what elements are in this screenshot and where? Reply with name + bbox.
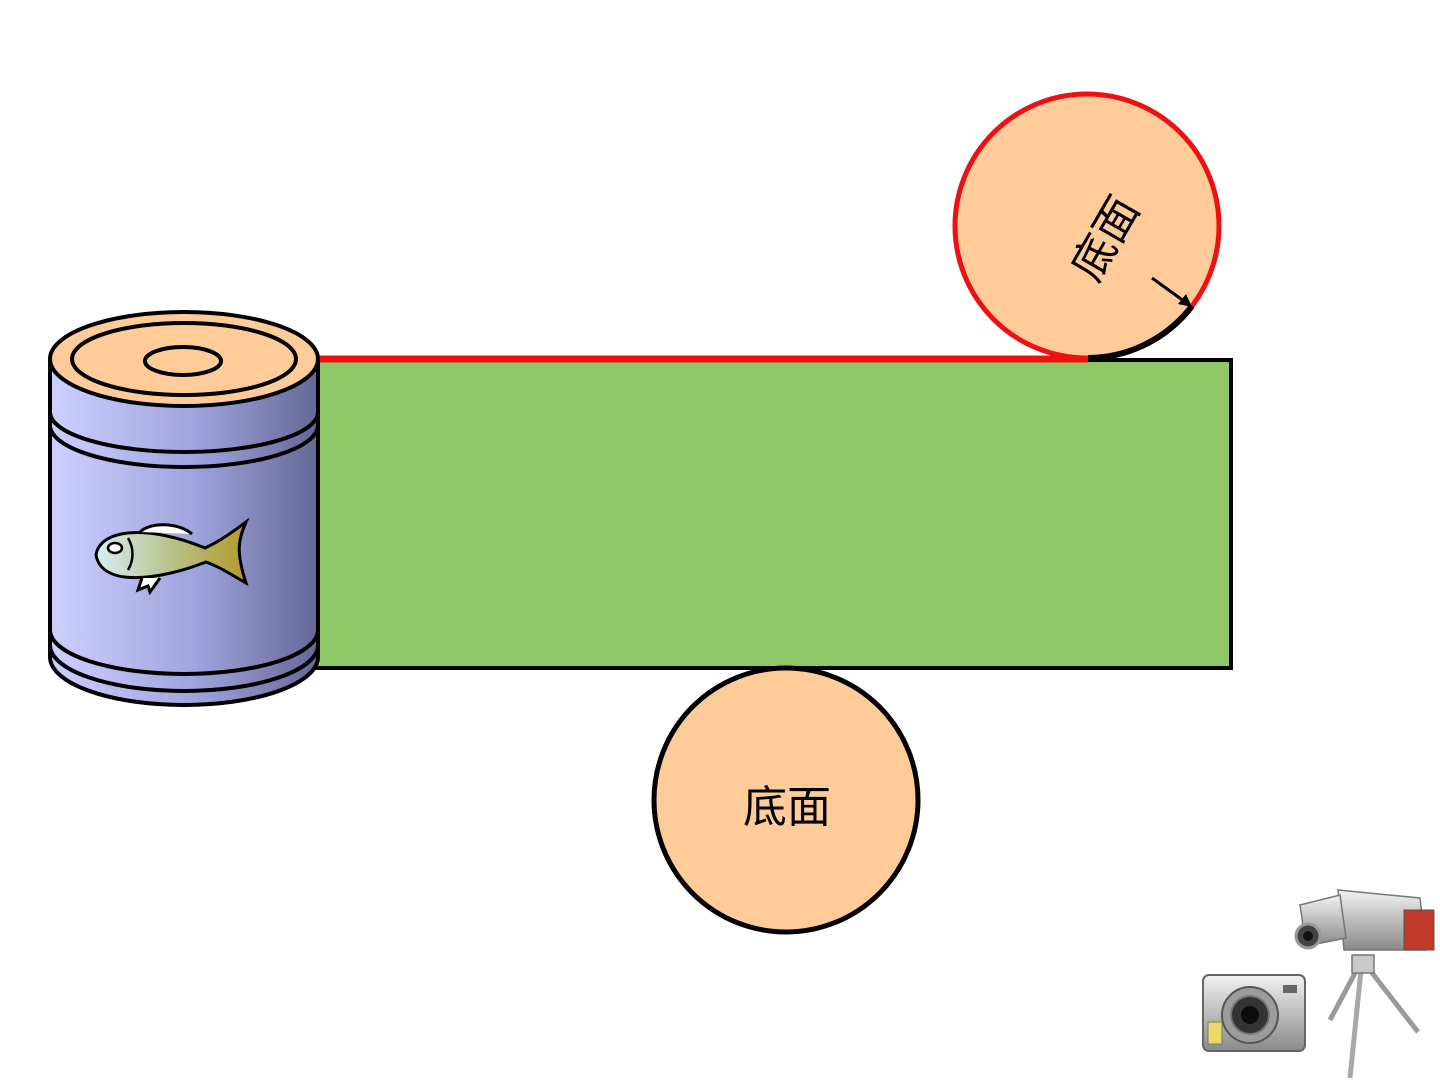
top-base-circle: 底面	[952, 91, 1222, 361]
fish-can-icon	[48, 310, 320, 707]
fish-icon	[94, 517, 250, 596]
bottom-circle-label: 底面	[743, 782, 831, 833]
bottom-base-circle: 底面	[651, 665, 921, 935]
lateral-face-rectangle	[314, 358, 1233, 670]
camcorder-on-tripod-icon	[1294, 889, 1435, 1079]
digital-camera-icon	[1202, 974, 1306, 1052]
